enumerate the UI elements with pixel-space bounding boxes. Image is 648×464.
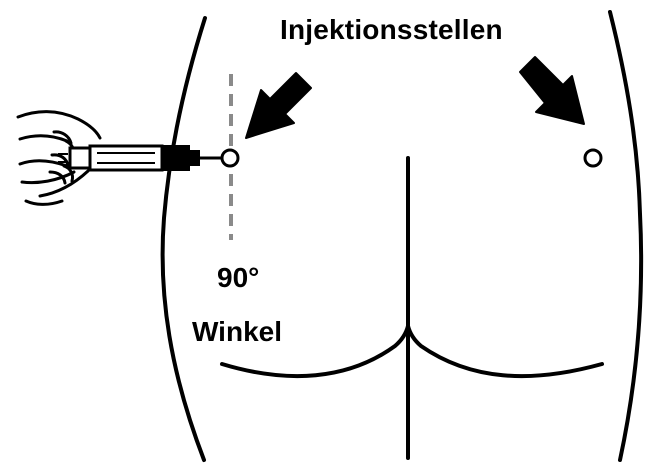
arrow-icon: [520, 57, 584, 124]
left-hip-line: [163, 18, 205, 460]
injection-site-marker: [222, 150, 238, 166]
injection-site-marker: [585, 150, 601, 166]
arrow-icon: [246, 73, 311, 138]
diagram-title: Injektionsstellen: [280, 16, 503, 44]
right-hip-line: [610, 12, 641, 460]
syringe-icon: [58, 145, 222, 171]
arrow-icons: [246, 57, 584, 138]
right-buttock-fold: [408, 326, 602, 376]
angle-word-label: Winkel: [192, 318, 282, 346]
angle-value-label: 90°: [217, 264, 259, 292]
